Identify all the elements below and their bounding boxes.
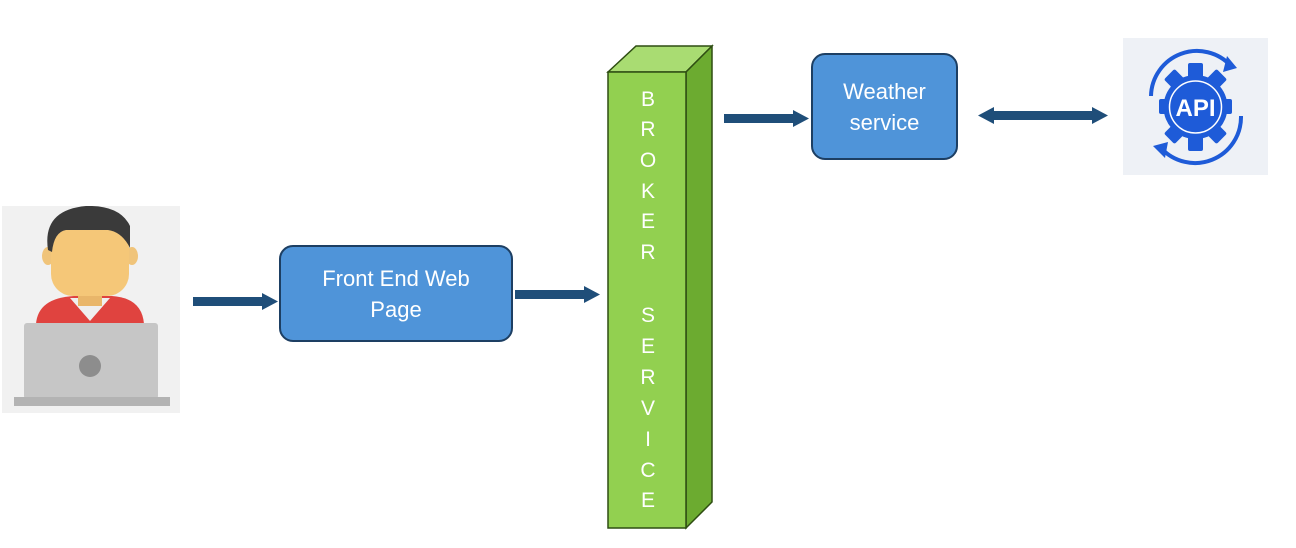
arrow-frontend-to-broker: [515, 286, 600, 303]
broker-letter: E: [640, 335, 655, 358]
broker-service-column: [606, 44, 714, 530]
broker-letter: R: [640, 366, 656, 389]
broker-letter: E: [640, 210, 655, 233]
arrow-broker-to-weather: [724, 110, 809, 127]
broker-letter: R: [640, 241, 656, 264]
broker-service-label: B R O K E R S E R V I C E: [610, 88, 686, 528]
broker-letter: E: [640, 489, 655, 512]
broker-letter: R: [640, 118, 656, 141]
broker-letter: C: [640, 459, 656, 482]
broker-letter: I: [645, 428, 651, 451]
broker-letter: V: [640, 397, 655, 420]
weather-label-line2: service: [849, 109, 920, 135]
api-gear-icon: API: [1149, 48, 1244, 166]
broker-letter: B: [640, 88, 655, 111]
weather-label-line1: Weather: [843, 78, 926, 104]
frontend-label-line2: Page: [370, 296, 422, 322]
broker-letter: O: [639, 149, 657, 172]
arrow-weather-api-bidirectional: [978, 107, 1108, 124]
arrow-user-to-frontend: [193, 293, 278, 310]
broker-letter: K: [640, 180, 655, 203]
frontend-label-line1: Front End Web: [322, 265, 470, 291]
user-with-laptop-icon: [14, 206, 170, 406]
weather-service-box: Weather service: [811, 53, 958, 160]
frontend-webpage-box: Front End Web Page: [279, 245, 513, 342]
api-logo-text: API: [1175, 95, 1215, 122]
broker-letter: S: [640, 304, 655, 327]
